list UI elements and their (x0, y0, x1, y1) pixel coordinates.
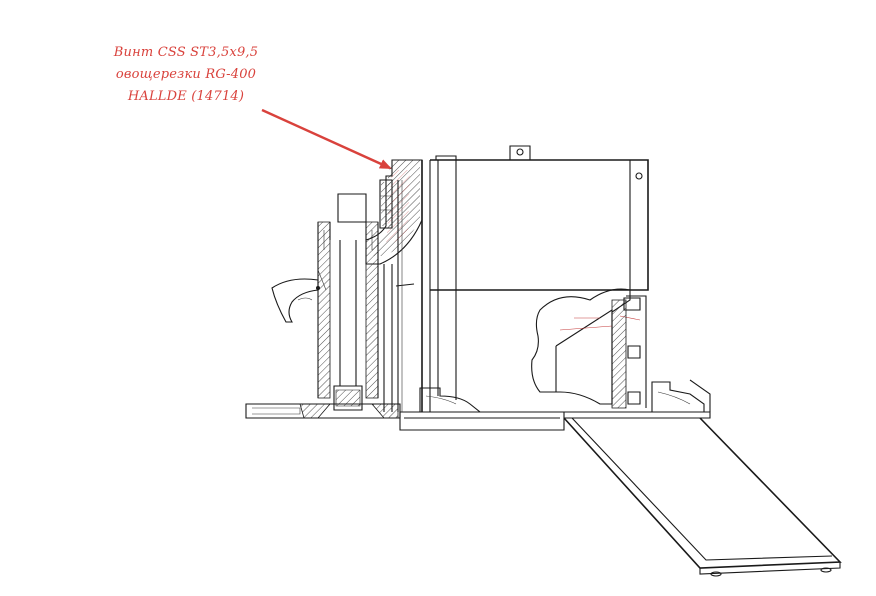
lower-base (399, 379, 711, 431)
motor-box (430, 145, 649, 291)
part-callout-label: Винт CSS ST3,5x9,5 овощерезки RG-400 HAL… (88, 42, 284, 108)
shaft-column (317, 193, 379, 411)
discharge-chute (563, 417, 842, 577)
broken-out-section (531, 288, 647, 409)
housing-feet (419, 381, 705, 413)
callout-line-2: овощерезки RG-400 (115, 67, 257, 82)
housing-walls (383, 160, 457, 412)
latch-handle (271, 269, 327, 323)
base-plate (245, 403, 401, 419)
callout-line-3: HALLDE (14714) (127, 89, 245, 104)
callout-arrow (261, 108, 392, 170)
callout-line-1: Винт CSS ST3,5x9,5 (113, 45, 259, 60)
bearing-housing (365, 159, 423, 265)
